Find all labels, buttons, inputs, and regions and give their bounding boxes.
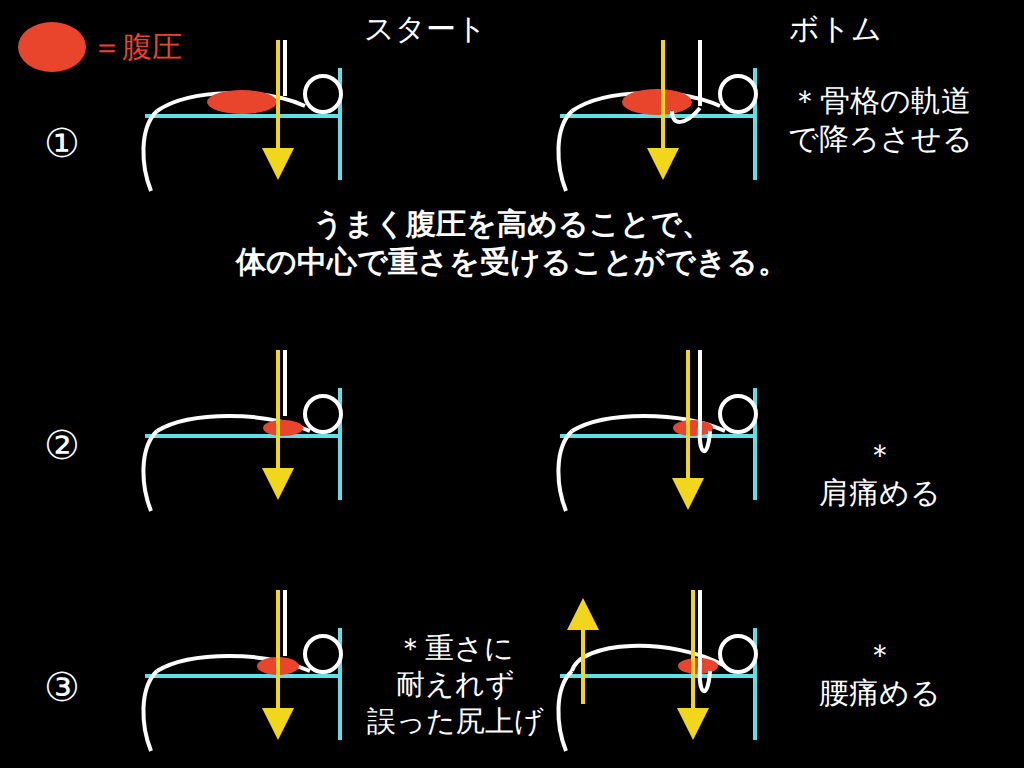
bench-figure bbox=[558, 590, 756, 751]
row-number: ① bbox=[44, 118, 80, 168]
bench-figure bbox=[143, 350, 341, 511]
bench-figure bbox=[558, 350, 756, 511]
legend-swatch bbox=[18, 22, 86, 72]
bench-figure bbox=[143, 590, 341, 751]
row-number: ② bbox=[44, 420, 80, 470]
note: ＊肩痛める bbox=[819, 436, 941, 511]
note: ＊腰痛める bbox=[819, 636, 941, 711]
note: ＊骨格の軌道 で降ろさせる bbox=[788, 82, 973, 157]
legend-text: ＝腹圧 bbox=[92, 27, 182, 68]
bench-figure bbox=[558, 40, 756, 191]
main-caption: うまく腹圧を高めることで、 体の中心で重さを受けることができる。 bbox=[236, 205, 788, 280]
note: ＊重さに 耐えれず 誤った尻上げ bbox=[367, 630, 544, 739]
column-heading: スタート bbox=[364, 10, 487, 48]
row-number: ③ bbox=[44, 662, 80, 712]
column-heading: ボトム bbox=[789, 10, 882, 48]
legend-row: ＝腹圧 bbox=[18, 22, 182, 72]
